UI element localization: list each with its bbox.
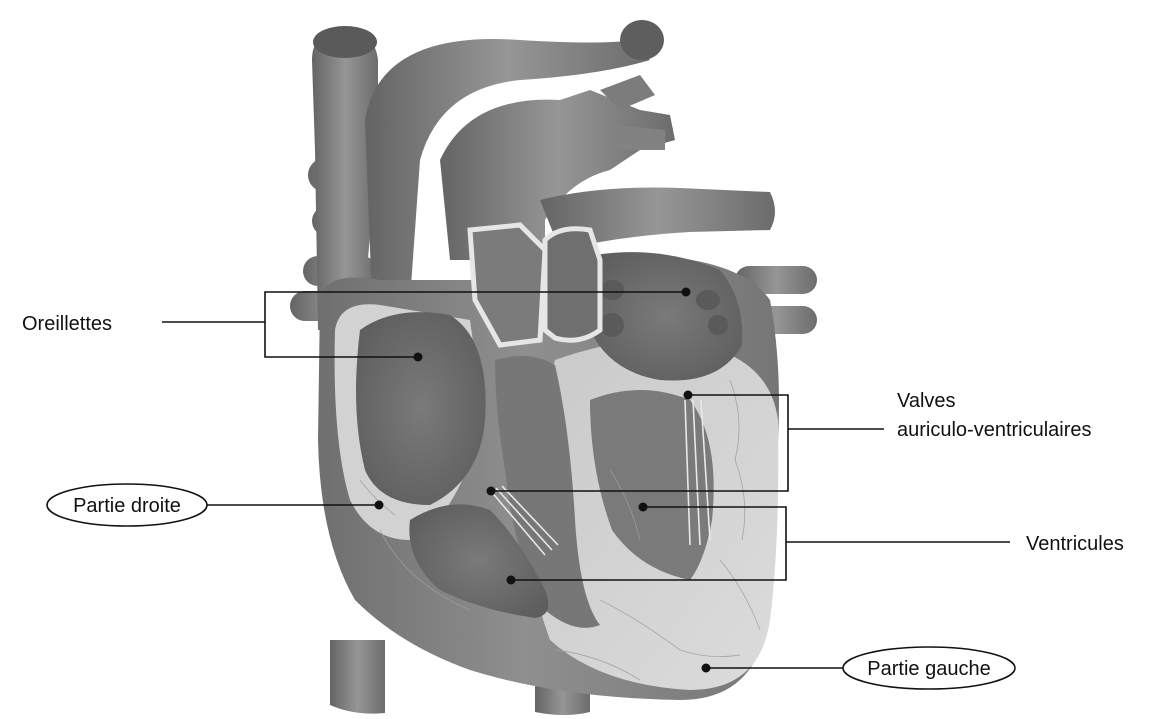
label-oreillettes: Oreillettes (22, 313, 112, 335)
label-partie-gauche: Partie gauche (867, 658, 990, 680)
partie-gauche-callout: Partie gauche (843, 647, 1015, 689)
label-ventricules: Ventricules (1026, 533, 1124, 555)
heart-illustration (290, 20, 817, 715)
partie-gauche-marker (702, 664, 711, 673)
ventricules-marker-left (639, 503, 648, 512)
valves-marker-right (487, 487, 496, 496)
partie-droite-marker (375, 501, 384, 510)
label-valves-line1: Valves (897, 390, 956, 412)
partie-droite-callout: Partie droite (47, 484, 207, 526)
valves-marker-left (684, 391, 693, 400)
inferior-vena-cava (330, 640, 385, 714)
oreillettes-marker-left (682, 288, 691, 297)
oreillettes-marker-right (414, 353, 423, 362)
ventricules-marker-right (507, 576, 516, 585)
label-valves-line2: auriculo-ventriculaires (897, 419, 1092, 441)
label-partie-droite: Partie droite (73, 495, 181, 517)
